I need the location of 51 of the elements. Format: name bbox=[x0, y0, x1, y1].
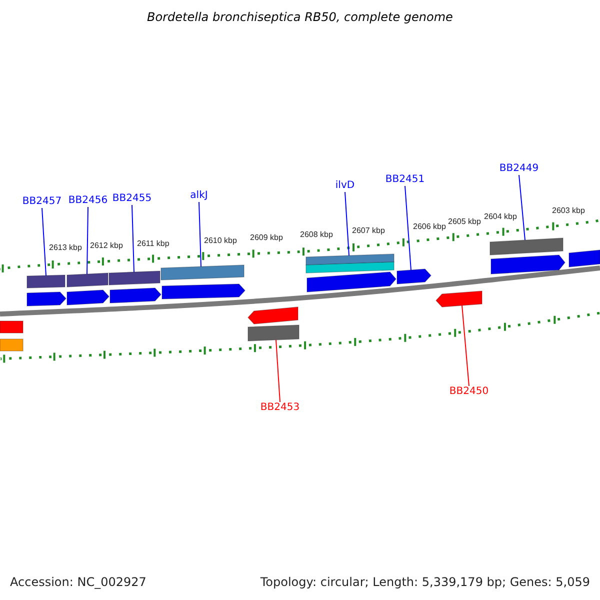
genome-info-text: Topology: circular; Length: 5,339,179 bp; Genes: 5,059 bbox=[260, 575, 590, 589]
gene-label: BB2455 bbox=[112, 193, 152, 205]
scale-label: 2611 kbp bbox=[137, 239, 170, 249]
gene-block bbox=[306, 262, 394, 274]
gene-label: ilvD bbox=[335, 180, 355, 192]
gene-label: alkJ bbox=[190, 190, 208, 202]
leader-line bbox=[344, 192, 350, 256]
leader-line bbox=[42, 208, 46, 276]
leader-line bbox=[404, 186, 412, 271]
gene-label: BB2451 bbox=[385, 174, 425, 186]
leader-line bbox=[86, 206, 88, 275]
gene-block bbox=[490, 238, 564, 256]
gene-block bbox=[66, 290, 110, 306]
gene-label: BB2457 bbox=[22, 196, 62, 208]
gene-label: BB2456 bbox=[68, 195, 108, 207]
leader-line bbox=[518, 174, 526, 241]
gene-block bbox=[0, 320, 24, 334]
scale-label: 2605 kbp bbox=[448, 217, 481, 227]
gene-label: BB2453 bbox=[260, 402, 300, 414]
gene-block bbox=[306, 254, 394, 266]
gene-block bbox=[26, 292, 67, 306]
gene-label: BB2449 bbox=[499, 163, 539, 175]
scale-label: 2613 kbp bbox=[49, 243, 82, 253]
leader-line bbox=[276, 339, 280, 402]
gene-block bbox=[110, 288, 162, 304]
scale-label: 2604 kbp bbox=[484, 212, 517, 222]
scale-label: 2607 kbp bbox=[352, 226, 385, 236]
scale-label: 2608 kbp bbox=[300, 230, 333, 240]
gene-block bbox=[26, 274, 66, 288]
leader-line bbox=[132, 204, 134, 273]
gene-block bbox=[66, 272, 108, 288]
gene-block bbox=[435, 290, 482, 308]
gene-block bbox=[160, 264, 244, 280]
scale-label: 2612 kbp bbox=[90, 241, 123, 251]
gene-block bbox=[162, 284, 246, 300]
leader-line bbox=[462, 304, 470, 386]
gene-block bbox=[0, 338, 24, 352]
gene-block bbox=[396, 268, 432, 284]
gene-block bbox=[490, 254, 566, 274]
scale-label: 2603 kbp bbox=[552, 206, 585, 216]
gene-block bbox=[247, 306, 298, 324]
accession-text: Accession: NC_002927 bbox=[10, 575, 146, 589]
gene-block bbox=[108, 270, 160, 286]
gene-block bbox=[568, 250, 600, 268]
leader-line bbox=[198, 202, 202, 268]
gene-block bbox=[248, 324, 300, 342]
scale-label: 2606 kbp bbox=[413, 222, 446, 232]
gene-label: BB2450 bbox=[449, 386, 489, 398]
scale-label: 2609 kbp bbox=[250, 233, 283, 243]
scale-label: 2610 kbp bbox=[204, 236, 237, 246]
chart-title: Bordetella bronchiseptica RB50, complete genome bbox=[147, 10, 453, 25]
